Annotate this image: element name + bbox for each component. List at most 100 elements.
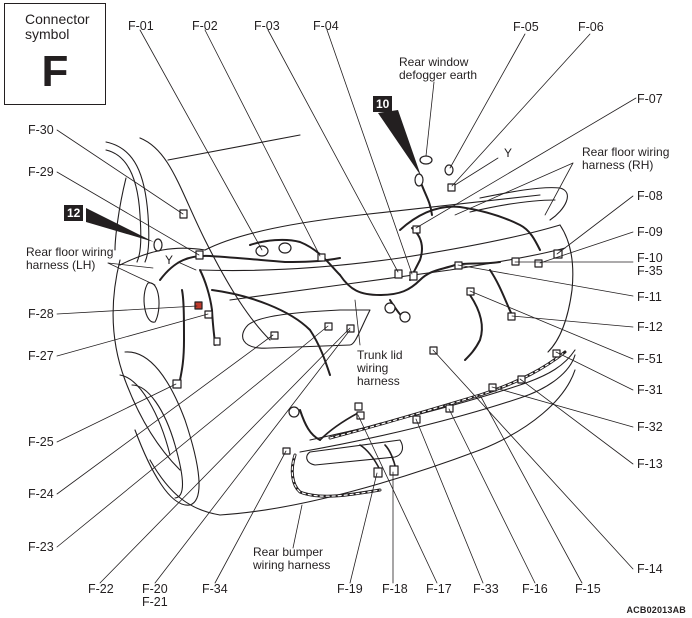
desc-line: Trunk lid <box>357 348 403 362</box>
label-f31: F-31 <box>637 383 663 397</box>
c-pillar-outer <box>139 137 271 341</box>
label-f17: F-17 <box>426 582 452 596</box>
bumper-top <box>309 349 576 441</box>
label-f11: F-11 <box>637 290 662 304</box>
connector-f02 <box>317 253 326 262</box>
desc-line: Rear window <box>399 55 469 69</box>
harness-trunk-upper <box>249 238 341 276</box>
connector-f30 <box>179 209 188 219</box>
harness-f34-drop <box>299 409 321 441</box>
fuel-door <box>143 282 160 323</box>
badge12-pointer <box>86 208 154 242</box>
desc-trunk-lid-harness: Trunk lid wiring harness <box>357 349 403 388</box>
rear-bumper-harness <box>290 350 567 498</box>
connector-f20-21 <box>346 324 355 333</box>
rear-panel-right <box>547 224 574 353</box>
label-f10: F-10 <box>637 251 663 265</box>
connector-f24 <box>213 337 221 346</box>
connector-trunk-lid <box>384 302 396 314</box>
connector-trunk-lid-b <box>399 311 411 323</box>
connector-f18 <box>389 465 399 476</box>
harness-trunk-mid <box>211 289 331 376</box>
label-f34: F-34 <box>202 582 228 596</box>
label-f05: F-05 <box>513 20 539 34</box>
desc-rear-window-defogger-earth: Rear window defogger earth <box>399 56 477 82</box>
lower-body-left <box>149 459 221 516</box>
leader-lines <box>56 29 637 584</box>
badge-10: 10 <box>373 96 393 112</box>
body-line-left <box>119 247 206 266</box>
desc-line: defogger earth <box>399 68 478 82</box>
desc-line: Rear floor wiring <box>26 245 114 259</box>
connector-f31 <box>552 349 561 358</box>
connector-badge10 <box>414 173 424 187</box>
connector-f04 <box>409 271 418 281</box>
label-f30: F-30 <box>28 123 54 137</box>
harness-rear-floor-lh <box>159 254 341 281</box>
connector-f09 <box>511 257 520 266</box>
license-recess <box>242 309 371 349</box>
junction-mark-y-right: Y <box>504 146 513 160</box>
connector-f16 <box>445 404 454 413</box>
connector-grommet <box>288 406 300 418</box>
c-pillar-inner-1 <box>105 141 150 263</box>
harness-to-f51 <box>464 294 483 361</box>
desc-line: harness (LH) <box>26 258 96 272</box>
connector-f25 <box>172 379 182 389</box>
harness-rear-floor-lh-branch <box>179 289 185 381</box>
desc-line: wiring harness <box>253 558 331 572</box>
label-f28: F-28 <box>28 307 54 321</box>
connector-f22 <box>324 322 333 331</box>
connector-f19 <box>373 467 383 478</box>
connector-f10 <box>534 259 543 268</box>
connector-f03 <box>394 269 403 279</box>
label-f16: F-16 <box>522 582 548 596</box>
trunk-lid-rear-edge <box>199 224 561 272</box>
label-f27: F-27 <box>28 349 54 363</box>
label-f12: F-12 <box>637 320 663 334</box>
connector-symbol-letter: F <box>41 47 69 96</box>
connector-f29 <box>195 250 204 260</box>
label-f25: F-25 <box>28 435 54 449</box>
bumper-upper-2 <box>299 354 576 453</box>
harness-f12 <box>489 269 513 316</box>
connector-f13 <box>517 375 526 384</box>
badge10-pointer <box>378 110 421 176</box>
connector-f05 <box>444 164 454 176</box>
connector-symbol-title-line1: Connector <box>25 11 90 27</box>
desc-rear-floor-harness-rh: Rear floor wiring harness (RH) <box>582 146 669 172</box>
label-f04: F-04 <box>313 19 339 33</box>
connector-f08 <box>553 249 563 259</box>
desc-line: wiring <box>357 361 389 375</box>
label-f07: F-07 <box>637 92 663 106</box>
label-f15: F-15 <box>575 582 601 596</box>
desc-rear-bumper-harness: Rear bumper wiring harness <box>253 546 330 572</box>
trunk-lid-lower <box>229 247 566 301</box>
label-f08: F-08 <box>637 189 663 203</box>
quarter-panel-left <box>112 259 181 471</box>
wheel-arch-inner <box>131 384 184 499</box>
connector-symbol-title-line2: symbol <box>25 26 70 42</box>
label-f14: F-14 <box>637 562 663 576</box>
label-f51: F-51 <box>637 352 663 366</box>
harness-right-upper <box>399 205 541 251</box>
label-f33: F-33 <box>473 582 499 596</box>
wiring-harness-paths <box>159 179 541 441</box>
label-f35: F-35 <box>637 264 663 278</box>
connector-defogger <box>419 155 433 165</box>
label-f21: F-21 <box>142 595 168 609</box>
connector-f28 <box>194 301 203 310</box>
connector-symbol-title: Connector symbol <box>25 12 90 42</box>
connector-f07 <box>412 225 421 234</box>
connector-f17 <box>354 402 363 411</box>
rear-window-edge <box>167 134 301 161</box>
badge-12: 12 <box>64 205 84 221</box>
label-f22: F-22 <box>88 582 114 596</box>
label-f18: F-18 <box>382 582 408 596</box>
label-f01: F-01 <box>128 19 154 33</box>
connector-f23 <box>270 331 279 340</box>
label-f09: F-09 <box>637 225 663 239</box>
harness-center <box>339 261 501 296</box>
label-f20: F-20 <box>142 582 168 596</box>
quarter-line <box>114 177 127 251</box>
